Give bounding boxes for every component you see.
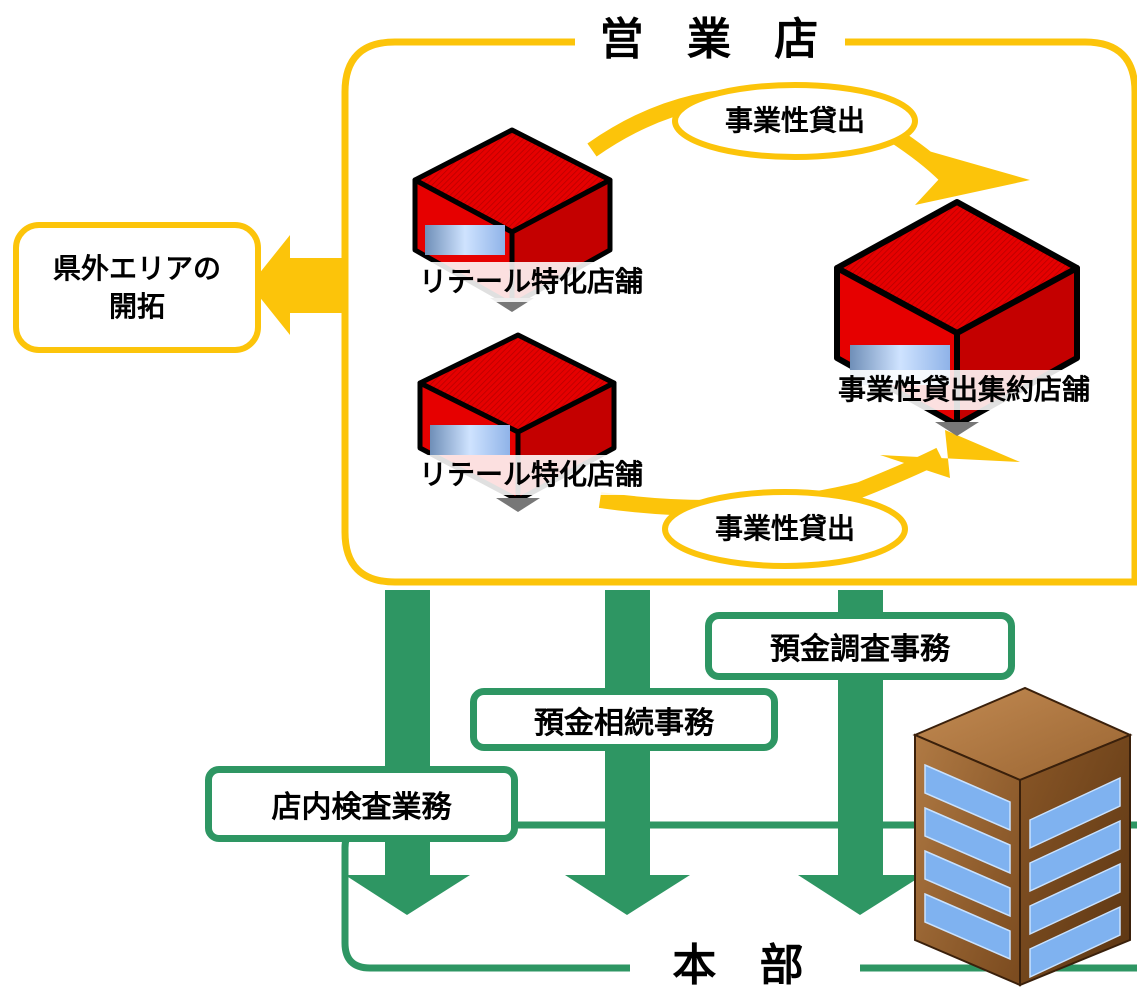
green-arrows bbox=[345, 590, 923, 915]
loan-ellipse-bottom bbox=[662, 489, 908, 569]
deposit-survey-box: 預金調査事務 bbox=[705, 612, 1015, 680]
deposit-inheritance-box: 預金相続事務 bbox=[470, 688, 778, 751]
internal-audit-label: 店内検査業務 bbox=[271, 790, 452, 825]
deposit-survey-label: 預金調査事務 bbox=[770, 632, 950, 667]
retail-store-1-label: リテール特化店舗 bbox=[405, 262, 657, 302]
branch-title: 営 業 店 bbox=[590, 10, 842, 70]
outside-area-box: 県外エリアの 開拓 bbox=[13, 222, 261, 353]
arrow-audit bbox=[345, 590, 470, 915]
arrow-survey bbox=[798, 590, 923, 915]
outside-arrow bbox=[250, 235, 345, 335]
loan-label-top: 事業性貸出 bbox=[724, 104, 865, 137]
outside-area-line1: 県外エリアの bbox=[52, 251, 221, 285]
arrow-inheritance bbox=[565, 590, 690, 915]
loan-label-bottom: 事業性貸出 bbox=[714, 512, 855, 545]
outside-area-line2: 開拓 bbox=[108, 289, 165, 323]
deposit-inheritance-label: 預金相続事務 bbox=[534, 705, 714, 741]
hq-building-graphic bbox=[912, 686, 1133, 987]
business-hub-label: 事業性貸出集約店舗 bbox=[812, 370, 1116, 410]
loan-ellipse-top bbox=[672, 82, 918, 160]
retail-store-2-label: リテール特化店舗 bbox=[405, 455, 657, 495]
internal-audit-box: 店内検査業務 bbox=[205, 766, 518, 842]
headquarters-title: 本 部 bbox=[640, 942, 850, 990]
